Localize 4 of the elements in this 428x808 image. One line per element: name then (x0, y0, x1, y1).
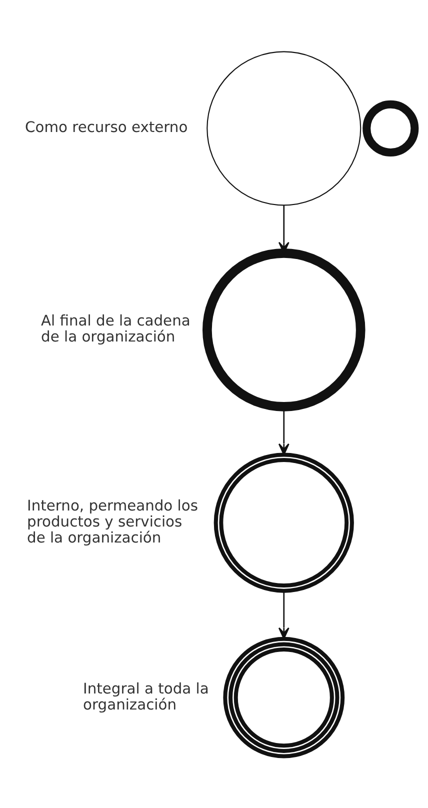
node-label: Interno, permeando los productos y servicios de la organización (26, 497, 198, 547)
node-label: Como recurso externo (24, 119, 188, 136)
node-label: Al final de la cadena de la organización (40, 312, 190, 346)
node-label: Integral a toda la organización (82, 680, 208, 714)
